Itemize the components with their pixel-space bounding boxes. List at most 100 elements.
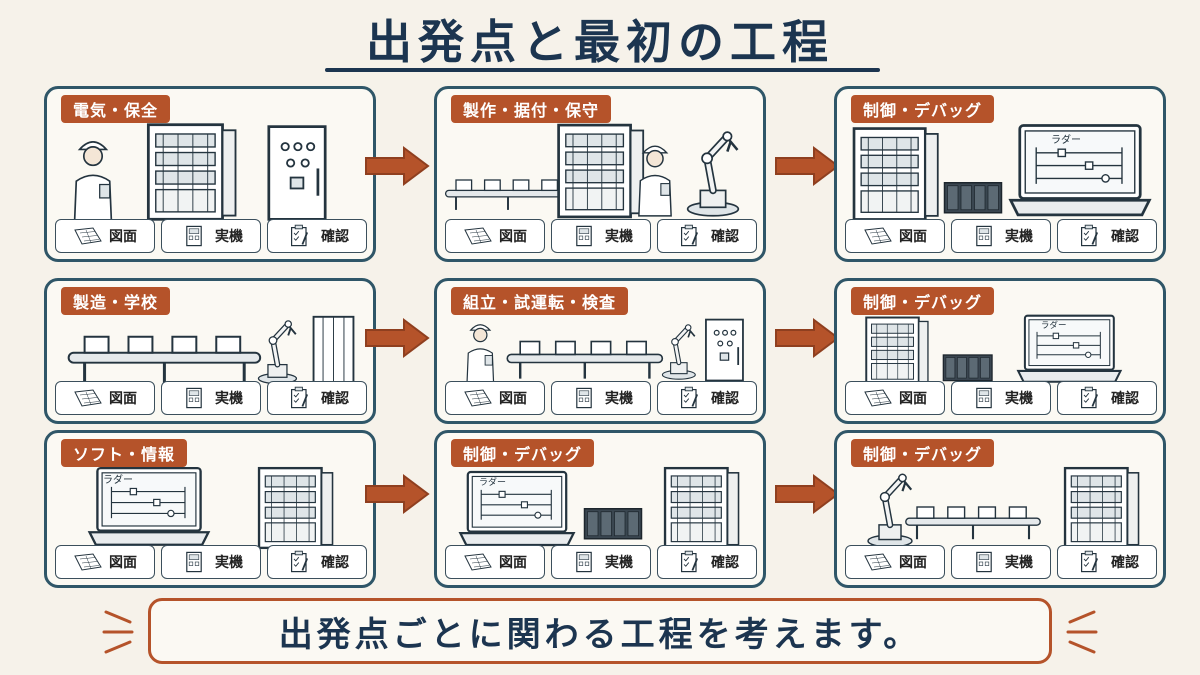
drawing-icon bbox=[863, 386, 893, 410]
card-next-debug-2: 制御・デバッグ ラダー 図面 実機 確認 bbox=[834, 278, 1166, 424]
laptop-screen-label: ラダー bbox=[479, 476, 506, 488]
chip-machine: 実機 bbox=[951, 545, 1051, 579]
chip-drawing: 図面 bbox=[445, 545, 545, 579]
checklist-icon bbox=[1075, 386, 1105, 410]
chip-row: 図面 実機 確認 bbox=[445, 545, 757, 579]
laptop-screen-label: ラダー bbox=[103, 473, 133, 486]
debug-illustration: ラダー bbox=[852, 124, 1151, 221]
drawing-icon bbox=[463, 550, 493, 574]
chip-machine: 実機 bbox=[551, 381, 651, 415]
chip-drawing: 図面 bbox=[845, 381, 945, 415]
machine-icon bbox=[569, 386, 599, 410]
machine-icon bbox=[969, 386, 999, 410]
chip-machine: 実機 bbox=[551, 545, 651, 579]
chip-machine: 実機 bbox=[951, 381, 1051, 415]
chip-row: 図面 実機 確認 bbox=[845, 219, 1157, 253]
machine-icon bbox=[969, 550, 999, 574]
chip-row: 図面 実機 確認 bbox=[55, 545, 367, 579]
card-label: 製作・据付・保守 bbox=[451, 95, 612, 123]
card-label: ソフト・情報 bbox=[61, 439, 188, 467]
machine-icon bbox=[969, 224, 999, 248]
checklist-icon bbox=[675, 386, 705, 410]
chip-machine: 実機 bbox=[161, 381, 261, 415]
checklist-icon bbox=[285, 550, 315, 574]
chip-row: 図面 実機 確認 bbox=[55, 381, 367, 415]
card-label: 制御・デバッグ bbox=[851, 439, 995, 467]
chip-check: 確認 bbox=[267, 545, 367, 579]
electrical-illustration bbox=[73, 123, 327, 223]
machine-icon bbox=[569, 550, 599, 574]
assembly-illustration bbox=[466, 318, 744, 383]
laptop-screen-label: ラダー bbox=[1041, 319, 1067, 331]
arrow-right-icon bbox=[364, 146, 430, 186]
chip-drawing: 図面 bbox=[55, 545, 155, 579]
debug-illustration: ラダー bbox=[865, 314, 1122, 386]
debug-illustration bbox=[843, 466, 1141, 551]
checklist-icon bbox=[1075, 550, 1105, 574]
page-title: 出発点と最初の工程 bbox=[366, 15, 834, 69]
card-next-debug-3: 制御・デバッグ 図面 実機 確認 bbox=[834, 430, 1166, 588]
chip-drawing: 図面 bbox=[845, 219, 945, 253]
card-label: 電気・保全 bbox=[61, 95, 171, 123]
footer-message: 出発点ごとに関わる工程を考えます。 bbox=[148, 598, 1052, 664]
drawing-icon bbox=[463, 224, 493, 248]
card-start-electrical: 電気・保全 図面 実機 確認 bbox=[44, 86, 376, 262]
chip-drawing: 図面 bbox=[55, 219, 155, 253]
drawing-icon bbox=[863, 550, 893, 574]
machine-icon bbox=[179, 224, 209, 248]
chip-check: 確認 bbox=[267, 381, 367, 415]
chip-machine: 実機 bbox=[951, 219, 1051, 253]
chip-check: 確認 bbox=[1057, 219, 1157, 253]
arrow-right-icon bbox=[364, 474, 430, 514]
chip-check: 確認 bbox=[267, 219, 367, 253]
chip-check: 確認 bbox=[657, 219, 757, 253]
chip-machine: 実機 bbox=[161, 219, 261, 253]
drawing-icon bbox=[73, 386, 103, 410]
card-first-assembly: 組立・試運転・検査 図面 実機 確認 bbox=[434, 278, 766, 424]
chip-row: 図面 実機 確認 bbox=[55, 219, 367, 253]
card-first-debug: 制御・デバッグ ラダー 図面 実機 確認 bbox=[434, 430, 766, 588]
chip-drawing: 図面 bbox=[445, 219, 545, 253]
chip-row: 図面 実機 確認 bbox=[845, 545, 1157, 579]
arrow-right-icon bbox=[364, 318, 430, 358]
chip-machine: 実機 bbox=[551, 219, 651, 253]
chip-row: 図面 実機 確認 bbox=[845, 381, 1157, 415]
card-start-manufacturing: 製造・学校 図面 実機 確認 bbox=[44, 278, 376, 424]
software-illustration: ラダー bbox=[88, 466, 335, 550]
chip-row: 図面 実機 確認 bbox=[445, 381, 757, 415]
checklist-icon bbox=[675, 224, 705, 248]
arrow-right-icon bbox=[774, 146, 840, 186]
debug-illustration: ラダー bbox=[459, 466, 741, 550]
chip-drawing: 図面 bbox=[845, 545, 945, 579]
arrow-right-icon bbox=[774, 318, 840, 358]
chip-check: 確認 bbox=[657, 545, 757, 579]
checklist-icon bbox=[285, 224, 315, 248]
card-label: 製造・学校 bbox=[61, 287, 171, 315]
drawing-icon bbox=[73, 224, 103, 248]
card-next-debug: 制御・デバッグ ラダー 図面 実機 確認 bbox=[834, 86, 1166, 262]
machine-icon bbox=[179, 550, 209, 574]
card-label: 制御・デバッグ bbox=[451, 439, 595, 467]
card-label: 制御・デバッグ bbox=[851, 287, 995, 315]
chip-drawing: 図面 bbox=[55, 381, 155, 415]
chip-check: 確認 bbox=[1057, 545, 1157, 579]
drawing-icon bbox=[73, 550, 103, 574]
machine-icon bbox=[179, 386, 209, 410]
card-first-fabrication: 製作・据付・保守 図面 実機 確認 bbox=[434, 86, 766, 262]
right-spark-icon bbox=[1066, 610, 1098, 654]
chip-row: 図面 実機 確認 bbox=[445, 219, 757, 253]
chip-drawing: 図面 bbox=[445, 381, 545, 415]
chip-check: 確認 bbox=[657, 381, 757, 415]
card-label: 制御・デバッグ bbox=[851, 95, 995, 123]
checklist-icon bbox=[675, 550, 705, 574]
card-start-software: ソフト・情報 ラダー 図面 実機 確認 bbox=[44, 430, 376, 588]
laptop-screen-label: ラダー bbox=[1051, 133, 1081, 146]
manufacturing-illustration bbox=[67, 315, 355, 389]
chip-machine: 実機 bbox=[161, 545, 261, 579]
chip-check: 確認 bbox=[1057, 381, 1157, 415]
arrow-right-icon bbox=[774, 474, 840, 514]
drawing-icon bbox=[863, 224, 893, 248]
left-spark-icon bbox=[102, 610, 134, 654]
checklist-icon bbox=[285, 386, 315, 410]
machine-icon bbox=[569, 224, 599, 248]
